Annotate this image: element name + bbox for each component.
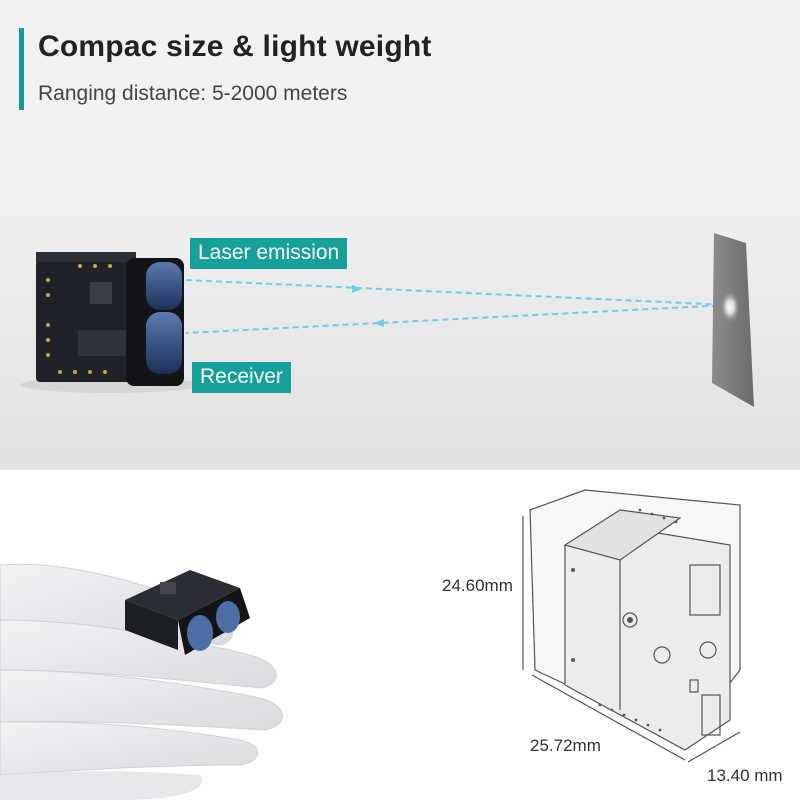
accent-bar	[19, 28, 24, 110]
laser-emission-label: Laser emission	[190, 238, 348, 269]
dimension-drawing	[522, 489, 741, 763]
rangefinder-module	[36, 252, 184, 386]
laser-scene: Laser emission Receiver	[0, 140, 800, 470]
laser-emission-line	[185, 279, 729, 306]
width-dimension-line	[531, 674, 686, 761]
depth-dimension-line	[687, 731, 741, 763]
return-arrow	[374, 319, 384, 327]
hand-photo	[0, 563, 283, 800]
laser-spot	[720, 291, 740, 323]
chip-1	[90, 282, 112, 304]
receiver-lens	[146, 312, 182, 374]
pcb-board	[36, 260, 136, 382]
laser-illustration	[20, 233, 754, 407]
page-subtitle: Ranging distance: 5-2000 meters	[38, 82, 348, 105]
receiver-label: Receiver	[192, 362, 291, 393]
bottom-section: 24.60mm 25.72mm 13.40 mm	[0, 470, 800, 800]
depth-dimension-label: 13.40 mm	[707, 766, 783, 785]
width-dimension-label: 25.72mm	[530, 736, 601, 755]
module-on-hand	[125, 570, 250, 655]
chip-2	[78, 330, 128, 356]
emission-arrow	[352, 285, 362, 293]
emitter-lens	[146, 262, 182, 310]
height-dimension-label: 24.60mm	[442, 576, 513, 595]
laser-return-line	[185, 304, 729, 334]
page-title: Compac size & light weight	[38, 30, 432, 63]
header-section: Compac size & light weight Ranging dista…	[0, 0, 800, 140]
